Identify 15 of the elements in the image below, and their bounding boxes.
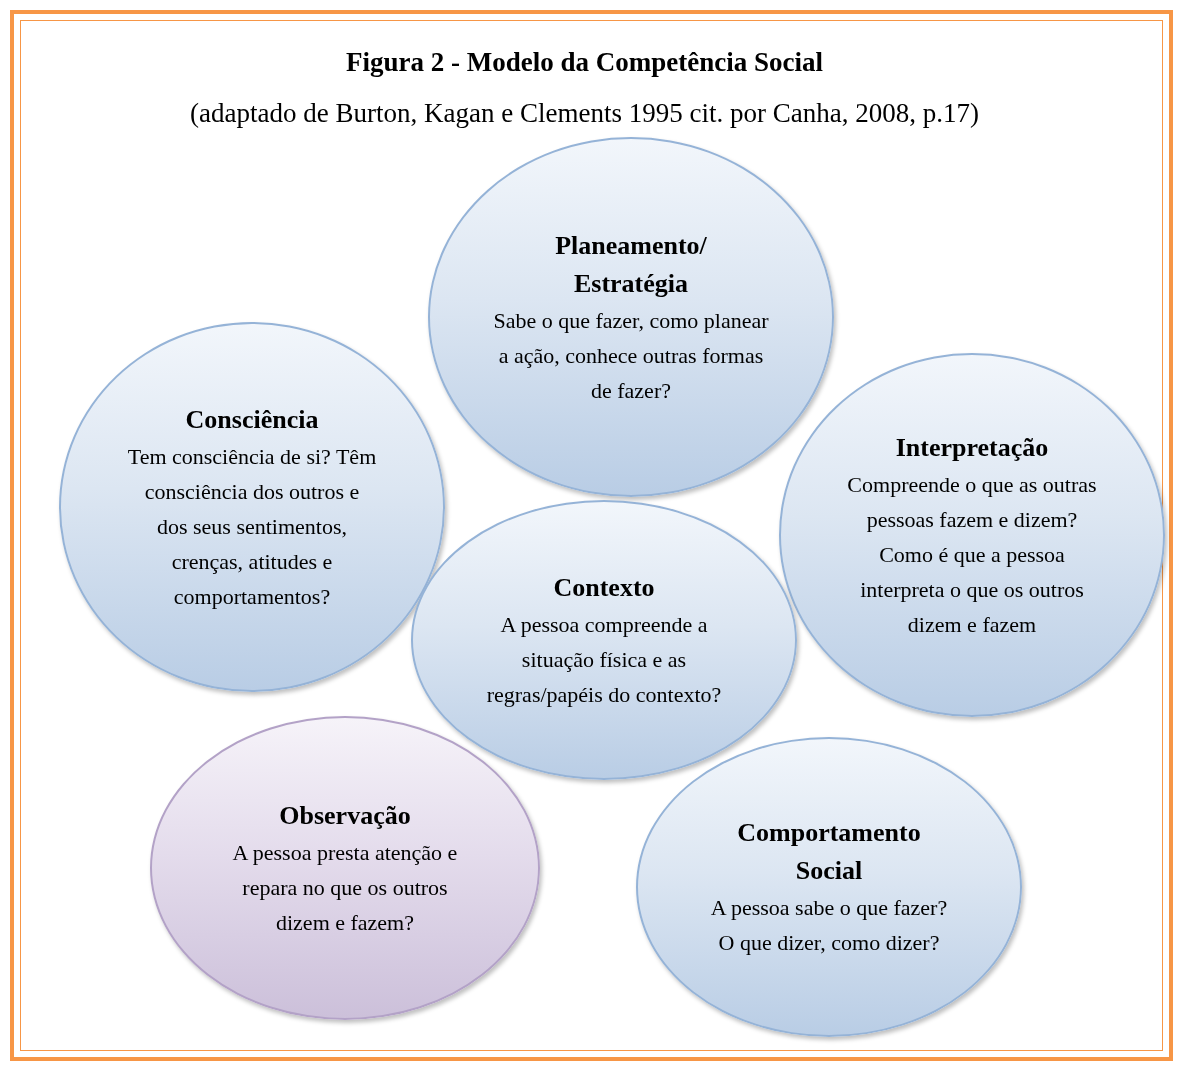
node-heading: Comportamento Social xyxy=(736,817,922,887)
node-heading: Planeamento/ Estratégia xyxy=(554,229,708,300)
node-text: Como é que a pessoa interpreta o que os outros dizem e fazem xyxy=(859,540,1085,639)
node-heading: Consciência xyxy=(185,403,319,436)
node-heading: Contexto xyxy=(553,571,655,604)
figure-title: Figura 2 - Modelo da Competência Social xyxy=(345,47,824,78)
node-text: Tem consciência de si? Têm consciência dos outros e dos seus sentimentos, crenças, atitudes e comportamentos? xyxy=(127,442,377,611)
node-text: A pessoa sabe o que fazer? O que dizer, como dizer? xyxy=(709,894,949,957)
node-heading: Interpretação xyxy=(895,431,1049,464)
node-text: A pessoa compreende a situação física e as regras/papéis do contexto? xyxy=(485,610,723,709)
node-text: A pessoa presta atenção e repara no que os outros dizem e fazem? xyxy=(231,838,459,937)
node-heading: Observação xyxy=(279,799,411,832)
node-text: Sabe o que fazer, como planear a ação, conhece outras formas de fazer? xyxy=(492,306,770,405)
node-text: Compreende o que as outras pessoas fazem e dizem? xyxy=(846,470,1098,534)
source-note: (adaptado de Burton, Kagan e Clements 1995 cit. por Canha, 2008, p.17) xyxy=(189,98,980,129)
